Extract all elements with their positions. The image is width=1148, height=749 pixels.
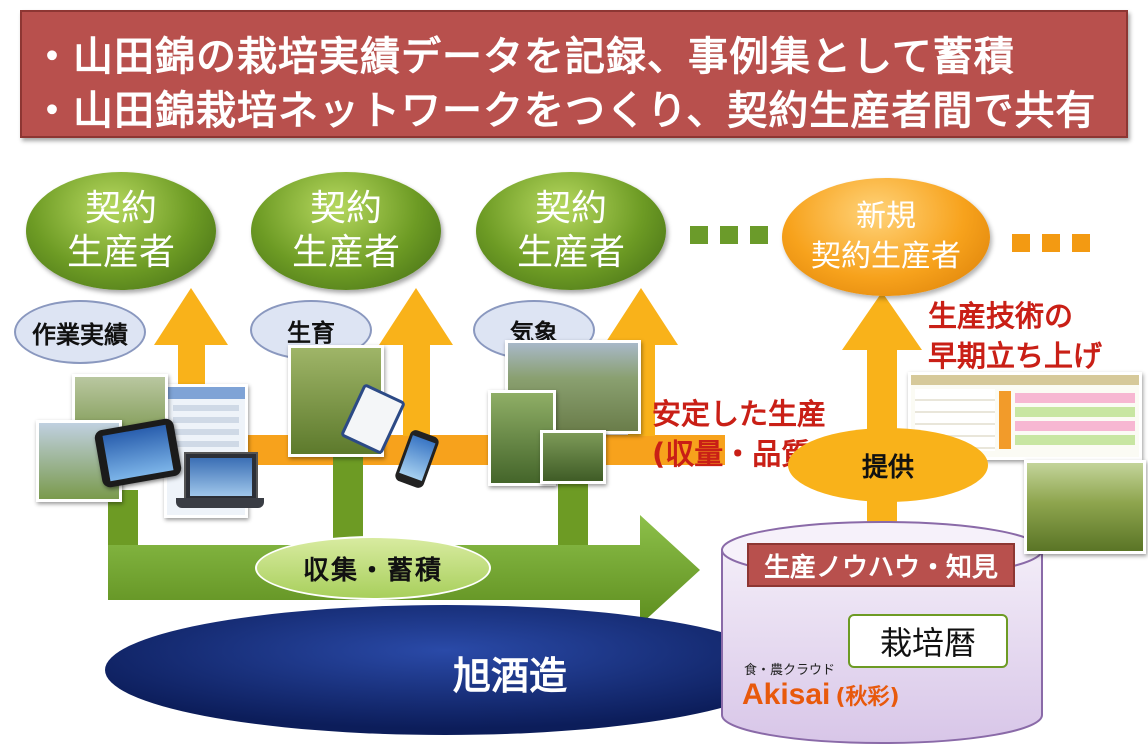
calendar-box: 栽培暦 — [848, 614, 1008, 668]
akisai-subtitle: 食・農クラウド — [744, 663, 836, 678]
company-name: 旭酒造 — [452, 654, 567, 698]
tech-startup-label: 生産技術の 早期立ち上げ — [928, 296, 1102, 376]
tech-line-2: 早期立ち上げ — [928, 339, 1103, 373]
akisai-kanji: (秋彩) — [835, 685, 900, 710]
ellipsis-dot — [1072, 234, 1090, 252]
stable-line-1: 安定した生産 — [652, 397, 827, 431]
mature-rice-photo — [1024, 460, 1146, 554]
laptop-base — [176, 498, 264, 508]
ellipsis-dot — [1012, 234, 1030, 252]
header-banner: ・山田錦の栽培実績データを記録、事例集として蓄積 ・山田錦栽培ネットワークをつく… — [20, 10, 1128, 138]
ellipsis-dot — [750, 226, 768, 244]
producer-oval-1: 契約 生産者 — [26, 172, 216, 290]
producer-oval-2: 契約 生産者 — [251, 172, 441, 290]
tech-line-1: 生産技術の — [928, 299, 1074, 333]
new-producer-oval: 新規 契約生産者 — [782, 178, 990, 296]
work-record-bubble: 作業実績 — [14, 300, 146, 364]
producer-oval-3: 契約 生産者 — [476, 172, 666, 290]
producer-label: 生産者 — [291, 232, 400, 273]
producer-label: 生産者 — [516, 232, 625, 273]
schedule-table — [908, 372, 1142, 460]
ellipsis-dot — [690, 226, 708, 244]
collect-label: 収集・蓄積 — [255, 536, 491, 600]
producer-label: 生産者 — [66, 232, 175, 273]
ellipsis-dot — [720, 226, 738, 244]
akisai-name: Akisai — [742, 678, 831, 711]
sensor-photo — [540, 430, 606, 484]
up-arrow-2 — [379, 288, 453, 436]
new-producer-label: 新規 — [856, 199, 916, 234]
producer-label: 契約 — [309, 188, 382, 229]
up-arrow-new — [842, 292, 922, 545]
company-ellipse — [105, 605, 785, 735]
ellipsis-dot — [1042, 234, 1060, 252]
knowhow-box: 生産ノウハウ・知見 — [747, 543, 1015, 587]
up-arrow-3 — [604, 288, 678, 436]
banner-line-2: ・山田錦栽培ネットワークをつくり、契約生産者間で共有 — [32, 88, 1097, 134]
producer-label: 契約 — [84, 188, 157, 229]
provide-oval: 提供 — [788, 428, 988, 502]
banner-line-1: ・山田錦の栽培実績データを記録、事例集として蓄積 — [32, 34, 1015, 80]
new-producer-label: 契約生産者 — [811, 239, 961, 274]
akisai-logo: Akisai (秋彩) — [742, 678, 900, 712]
laptop-icon — [184, 452, 258, 502]
producer-label: 契約 — [534, 188, 607, 229]
up-arrow-1 — [154, 288, 228, 436]
